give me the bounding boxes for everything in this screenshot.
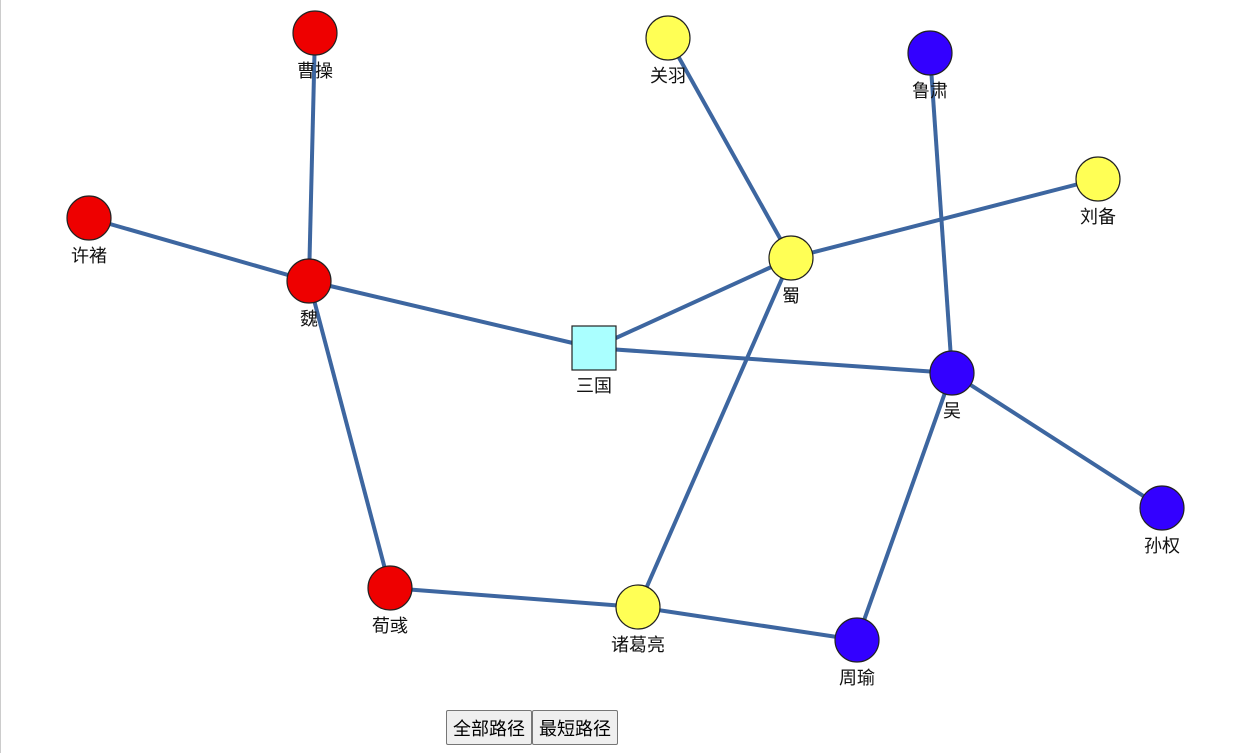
node-circle-xuchu[interactable] — [66, 195, 112, 241]
node-circle-caocao[interactable] — [292, 10, 338, 56]
node-sanguo[interactable]: 三国 — [571, 325, 617, 397]
all-paths-button[interactable]: 全部路径 — [446, 710, 532, 745]
node-circle-zhouyu[interactable] — [834, 617, 880, 663]
node-circle-xunyu[interactable] — [367, 565, 413, 611]
node-xunyu[interactable]: 荀彧 — [367, 565, 413, 637]
node-circle-wu[interactable] — [929, 350, 975, 396]
node-label-zhugeliang: 诸葛亮 — [611, 635, 665, 656]
node-sunquan[interactable]: 孙权 — [1139, 485, 1185, 557]
path-controls: 全部路径 最短路径 — [446, 710, 618, 745]
node-circle-liubei[interactable] — [1075, 156, 1121, 202]
edge-xunyu-zhugeliang — [389, 586, 639, 609]
edge-wu-zhouyu — [855, 372, 954, 641]
node-label-xunyu: 荀彧 — [372, 616, 408, 637]
node-circle-shu[interactable] — [768, 235, 814, 281]
node-label-zhouyu: 周瑜 — [839, 668, 875, 689]
edge-zhugeliang-zhouyu — [637, 605, 858, 642]
node-label-xuchu: 许褚 — [71, 246, 107, 267]
node-liubei[interactable]: 刘备 — [1075, 156, 1121, 228]
node-lusu[interactable]: 鲁肃 — [907, 30, 953, 102]
node-label-shu: 蜀 — [782, 286, 800, 307]
node-zhouyu[interactable]: 周瑜 — [834, 617, 880, 689]
edge-shu-liubei — [790, 177, 1099, 260]
edge-wu-sunquan — [950, 371, 1164, 510]
node-shu[interactable]: 蜀 — [768, 235, 814, 307]
node-circle-lusu[interactable] — [907, 30, 953, 76]
node-label-lusu: 鲁肃 — [912, 81, 948, 102]
node-circle-wei[interactable] — [286, 258, 332, 304]
edge-sanguo-wei — [308, 279, 595, 350]
node-label-guanyu: 关羽 — [650, 66, 686, 87]
node-label-liubei: 刘备 — [1080, 207, 1116, 228]
edges-layer — [88, 32, 1164, 642]
edge-sanguo-shu — [593, 256, 792, 350]
left-border — [0, 0, 1, 753]
edge-wei-xunyu — [307, 280, 392, 589]
node-wei[interactable]: 魏 — [286, 258, 332, 330]
node-square-sanguo[interactable] — [571, 325, 617, 371]
node-label-wei: 魏 — [300, 309, 318, 330]
node-label-caocao: 曹操 — [297, 61, 333, 82]
node-circle-guanyu[interactable] — [645, 15, 691, 61]
edge-shu-zhugeliang — [636, 257, 793, 608]
edge-wei-caocao — [307, 32, 317, 282]
edge-wei-xuchu — [88, 216, 310, 283]
node-label-sunquan: 孙权 — [1144, 536, 1180, 557]
edge-wu-lusu — [928, 52, 954, 374]
edge-shu-guanyu — [666, 37, 793, 259]
node-label-sanguo: 三国 — [576, 376, 612, 397]
edge-sanguo-wu — [593, 346, 953, 375]
node-label-wu: 吴 — [943, 401, 961, 422]
node-caocao[interactable]: 曹操 — [292, 10, 338, 82]
node-xuchu[interactable]: 许褚 — [66, 195, 112, 267]
node-circle-sunquan[interactable] — [1139, 485, 1185, 531]
node-circle-zhugeliang[interactable] — [615, 584, 661, 630]
shortest-path-button[interactable]: 最短路径 — [532, 710, 618, 745]
node-zhugeliang[interactable]: 诸葛亮 — [611, 584, 665, 656]
node-guanyu[interactable]: 关羽 — [645, 15, 691, 87]
node-wu[interactable]: 吴 — [929, 350, 975, 422]
